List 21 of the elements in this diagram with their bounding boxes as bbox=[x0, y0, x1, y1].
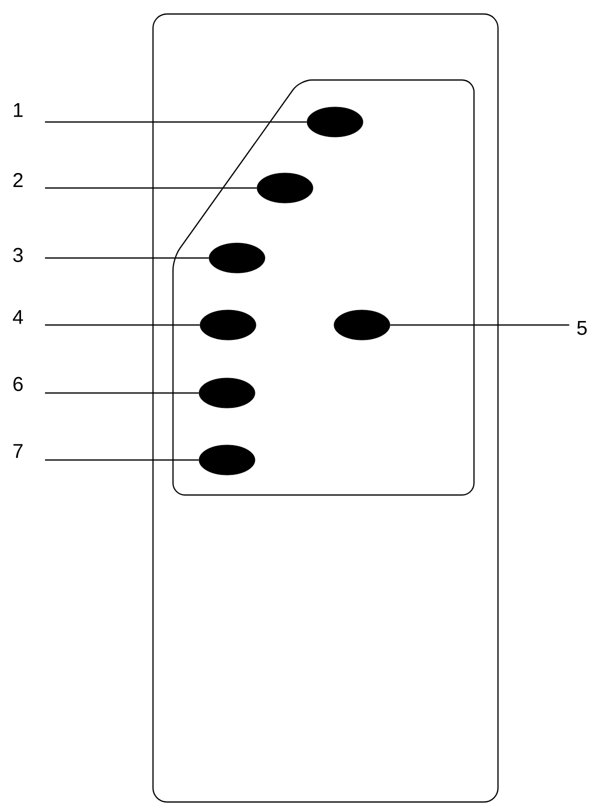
callout-number: 5 bbox=[577, 321, 587, 335]
button bbox=[208, 242, 266, 274]
callout-number: 2 bbox=[13, 173, 23, 187]
callout-number: 1 bbox=[14, 103, 23, 117]
button bbox=[306, 106, 364, 138]
button bbox=[200, 310, 256, 340]
button bbox=[198, 444, 256, 476]
leader-line bbox=[45, 459, 199, 461]
leader-line bbox=[45, 324, 200, 326]
leader-line bbox=[390, 324, 570, 326]
leader-line bbox=[45, 257, 209, 259]
leader-line bbox=[45, 121, 307, 123]
leader-line bbox=[45, 392, 199, 394]
button bbox=[256, 172, 314, 204]
callout-number: 7 bbox=[13, 444, 23, 458]
callout-number: 6 bbox=[13, 376, 23, 392]
callout-number: 4 bbox=[12, 310, 23, 324]
leader-line bbox=[45, 187, 257, 189]
button bbox=[198, 378, 256, 408]
button bbox=[334, 310, 390, 340]
callout-number: 3 bbox=[13, 248, 23, 262]
